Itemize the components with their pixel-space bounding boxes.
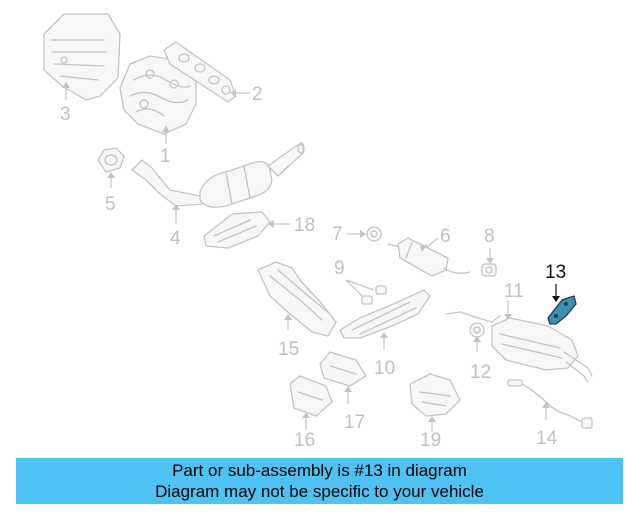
arrow-7 xyxy=(360,230,366,238)
callout-8[interactable]: 8 xyxy=(484,226,495,247)
arrow-17 xyxy=(344,386,352,392)
arrow-11 xyxy=(504,314,512,320)
callout-9[interactable]: 9 xyxy=(334,258,345,279)
part-9-brackets[interactable] xyxy=(361,285,387,305)
part-7-clamp[interactable] xyxy=(366,226,382,242)
part-17-bracket[interactable] xyxy=(319,351,367,387)
part-13-bracket[interactable] xyxy=(547,295,577,325)
callout-7[interactable]: 7 xyxy=(332,224,343,245)
part-8-hanger[interactable] xyxy=(481,263,497,277)
part-4-front-pipe-catalytic-converter[interactable] xyxy=(131,142,305,208)
info-line-disclaimer: Diagram may not be specific to your vehi… xyxy=(155,482,484,501)
leader-9b xyxy=(345,279,375,291)
callout-15[interactable]: 15 xyxy=(278,339,299,360)
callout-12[interactable]: 12 xyxy=(470,362,491,383)
callout-11[interactable]: 11 xyxy=(504,281,524,302)
leader-6 xyxy=(425,237,439,249)
leader-9a xyxy=(345,279,363,297)
part-16-heat-shield[interactable] xyxy=(289,375,333,417)
callout-18[interactable]: 18 xyxy=(294,215,315,236)
callout-3[interactable]: 3 xyxy=(60,104,71,125)
callout-13[interactable]: 13 xyxy=(545,262,566,283)
part-3-engine-cover[interactable] xyxy=(43,13,121,101)
callout-2[interactable]: 2 xyxy=(252,84,263,105)
part-19-muffler-heat-shield[interactable] xyxy=(409,373,461,417)
callout-16[interactable]: 16 xyxy=(294,430,315,451)
arrow-19 xyxy=(428,416,436,422)
arrow-1 xyxy=(162,126,170,132)
arrow-16 xyxy=(302,412,310,418)
callout-1[interactable]: 1 xyxy=(160,146,171,167)
callout-10[interactable]: 10 xyxy=(374,358,395,379)
part-10-center-heat-shield[interactable] xyxy=(339,289,431,339)
part-6-center-pipe[interactable] xyxy=(387,237,471,277)
arrow-5 xyxy=(107,172,115,178)
arrow-15 xyxy=(284,314,292,320)
arrow-10 xyxy=(380,332,388,338)
info-banner: Part or sub-assembly is #13 in diagram D… xyxy=(16,458,623,504)
callout-19[interactable]: 19 xyxy=(420,430,441,451)
arrow-2 xyxy=(230,89,236,97)
part-1-exhaust-manifold[interactable] xyxy=(119,55,197,135)
info-line-part: Part or sub-assembly is #13 in diagram xyxy=(172,461,467,480)
callout-14[interactable]: 14 xyxy=(536,428,558,449)
part-11-rear-muffler[interactable] xyxy=(445,311,593,383)
part-5-flange-gasket[interactable] xyxy=(97,147,125,173)
part-15-tunnel-heat-shield[interactable] xyxy=(257,261,337,337)
callout-5[interactable]: 5 xyxy=(105,194,116,215)
part-12-clamp[interactable] xyxy=(469,322,485,338)
arrow-8 xyxy=(486,258,494,264)
arrow-3 xyxy=(62,82,70,88)
arrow-14 xyxy=(542,402,550,408)
arrow-18 xyxy=(268,220,274,228)
callout-17[interactable]: 17 xyxy=(344,412,365,433)
callout-4[interactable]: 4 xyxy=(170,228,181,249)
arrow-12 xyxy=(473,336,481,342)
arrow-6 xyxy=(420,244,428,252)
part-18-heat-shield[interactable] xyxy=(203,211,271,249)
callout-6[interactable]: 6 xyxy=(440,226,451,247)
part-14-oxygen-sensor[interactable] xyxy=(507,379,593,429)
arrow-13 xyxy=(552,296,560,302)
arrow-4 xyxy=(172,204,180,210)
exhaust-parts-diagram: 3 1 2 5 4 18 xyxy=(43,13,593,451)
